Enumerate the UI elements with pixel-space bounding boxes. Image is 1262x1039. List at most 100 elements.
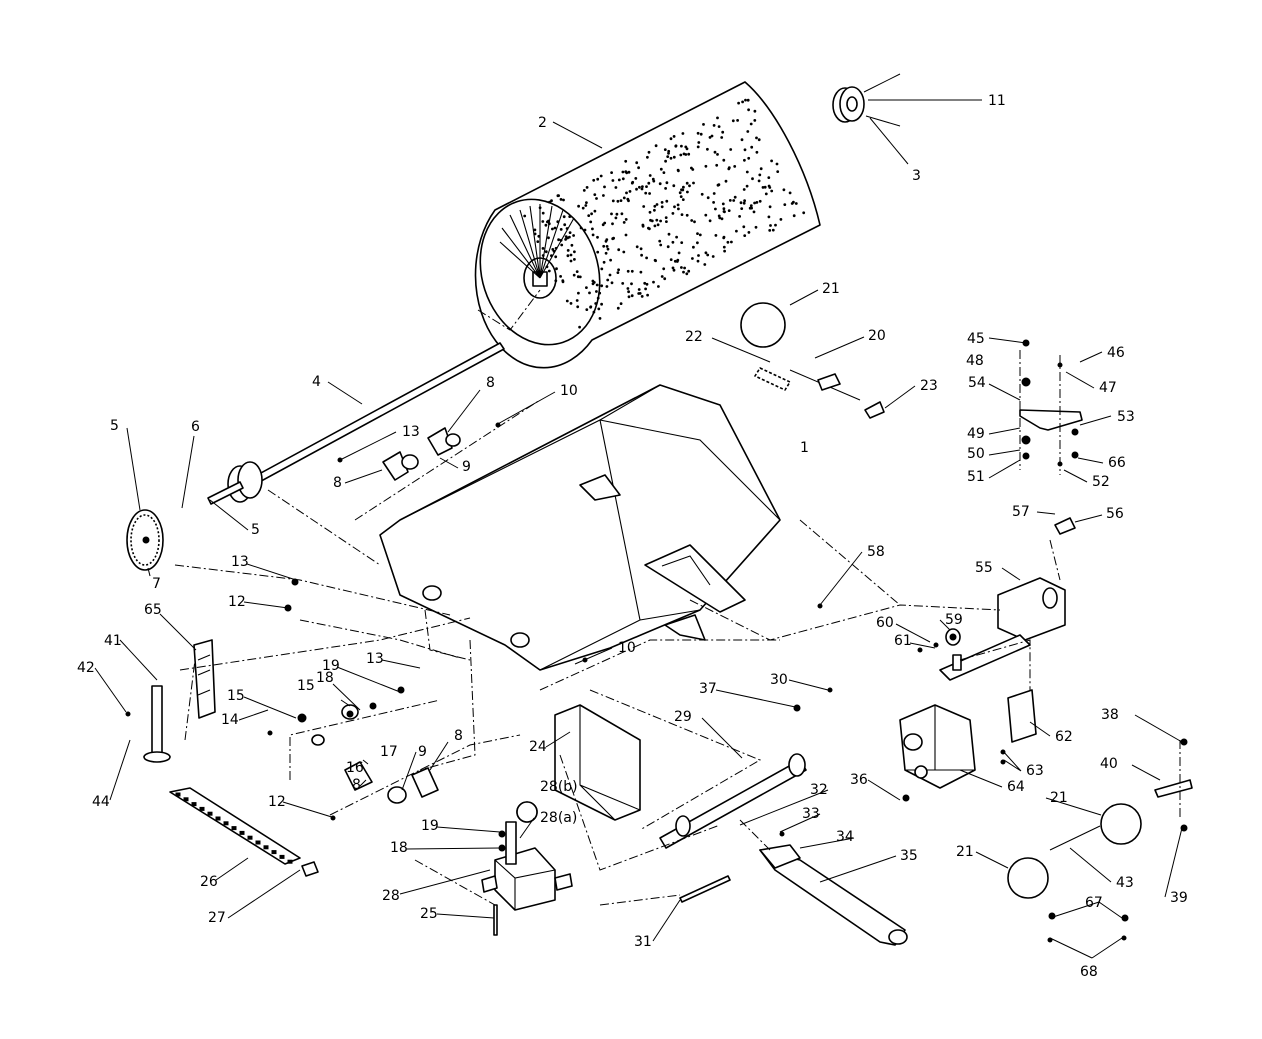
callout-68: 68 bbox=[1080, 964, 1098, 980]
chain-guard bbox=[554, 704, 641, 821]
callout-56: 56 bbox=[1106, 506, 1124, 522]
callout-60: 60 bbox=[876, 615, 894, 631]
callout-35: 35 bbox=[900, 848, 918, 864]
handle-bolt bbox=[679, 875, 731, 903]
callout-44: 44 bbox=[92, 794, 110, 810]
callout-labels: 1234556788889910101112121313131415151617… bbox=[77, 93, 1188, 980]
callout-28a: 28(a) bbox=[540, 810, 577, 826]
callout-37: 37 bbox=[699, 681, 717, 697]
lever-plate bbox=[1154, 779, 1193, 798]
callout-21c: 21 bbox=[956, 844, 974, 860]
callout-6: 6 bbox=[191, 419, 200, 435]
callout-29: 29 bbox=[674, 709, 692, 725]
bracket-plate bbox=[1019, 409, 1083, 431]
drive-gear bbox=[126, 509, 164, 571]
callout-61: 61 bbox=[894, 633, 912, 649]
callout-28b: 28(b) bbox=[540, 779, 578, 795]
callout-5a: 5 bbox=[110, 418, 119, 434]
callout-2: 2 bbox=[538, 115, 547, 131]
callout-3: 3 bbox=[912, 168, 921, 184]
callout-19a: 19 bbox=[322, 658, 340, 674]
callout-15a: 15 bbox=[227, 688, 245, 704]
callout-10a: 10 bbox=[560, 383, 578, 399]
callout-62: 62 bbox=[1055, 729, 1073, 745]
bearing-blocks bbox=[311, 427, 461, 804]
frame-bracket bbox=[899, 704, 976, 789]
callout-7: 7 bbox=[152, 576, 161, 592]
callout-18a: 18 bbox=[316, 670, 334, 686]
callout-32: 32 bbox=[810, 782, 828, 798]
callout-36: 36 bbox=[850, 772, 868, 788]
callout-46: 46 bbox=[1107, 345, 1125, 361]
motor-mount bbox=[939, 517, 1076, 681]
callout-67: 67 bbox=[1085, 895, 1103, 911]
callout-11: 11 bbox=[988, 93, 1006, 109]
callout-31: 31 bbox=[634, 934, 652, 950]
spring-assembly bbox=[754, 367, 885, 419]
callout-17: 17 bbox=[380, 744, 398, 760]
callout-10b: 10 bbox=[618, 640, 636, 656]
callout-8c: 8 bbox=[454, 728, 463, 744]
callout-9b: 9 bbox=[418, 744, 427, 760]
support-post bbox=[143, 639, 216, 763]
callout-13b: 13 bbox=[402, 424, 420, 440]
callout-15b: 15 bbox=[297, 678, 315, 694]
callout-9a: 9 bbox=[462, 459, 471, 475]
detail-circles bbox=[516, 302, 1142, 899]
housing-hood bbox=[379, 384, 781, 671]
callout-25: 25 bbox=[420, 906, 438, 922]
callout-64: 64 bbox=[1007, 779, 1025, 795]
callout-33: 33 bbox=[802, 806, 820, 822]
callout-41: 41 bbox=[104, 633, 122, 649]
callout-50: 50 bbox=[967, 446, 985, 462]
brush-drum bbox=[474, 81, 821, 369]
callout-54: 54 bbox=[968, 375, 986, 391]
callout-19b: 19 bbox=[421, 818, 439, 834]
callout-28: 28 bbox=[382, 888, 400, 904]
callout-13a: 13 bbox=[231, 554, 249, 570]
callout-18b: 18 bbox=[390, 840, 408, 856]
callout-14: 14 bbox=[221, 712, 239, 728]
callout-30: 30 bbox=[770, 672, 788, 688]
callout-66: 66 bbox=[1108, 455, 1126, 471]
callout-12b: 12 bbox=[268, 794, 286, 810]
callout-42: 42 bbox=[77, 660, 95, 676]
callout-13c: 13 bbox=[366, 651, 384, 667]
callout-21b: 21 bbox=[1050, 790, 1068, 806]
callout-8b: 8 bbox=[333, 475, 342, 491]
callout-57: 57 bbox=[1012, 504, 1030, 520]
callout-23: 23 bbox=[920, 378, 938, 394]
callout-26: 26 bbox=[200, 874, 218, 890]
callout-58: 58 bbox=[867, 544, 885, 560]
callout-27: 27 bbox=[208, 910, 226, 926]
callout-5b: 5 bbox=[251, 522, 260, 538]
callout-1: 1 bbox=[800, 440, 809, 456]
callout-39: 39 bbox=[1170, 890, 1188, 906]
leader-lines bbox=[94, 99, 1183, 959]
callout-16: 16 bbox=[346, 760, 364, 776]
callout-49: 49 bbox=[967, 426, 985, 442]
callout-47: 47 bbox=[1099, 380, 1117, 396]
callout-8d: 8 bbox=[352, 777, 361, 793]
callout-12a: 12 bbox=[228, 594, 246, 610]
callout-45: 45 bbox=[967, 331, 985, 347]
callout-63: 63 bbox=[1026, 763, 1044, 779]
callout-24: 24 bbox=[529, 739, 547, 755]
callout-48: 48 bbox=[966, 353, 984, 369]
callout-51: 51 bbox=[967, 469, 985, 485]
cable-clip bbox=[1007, 689, 1037, 743]
spring-rod bbox=[1049, 825, 1101, 851]
callout-59: 59 bbox=[945, 612, 963, 628]
drum-end-bearing bbox=[832, 73, 901, 127]
handle-tube bbox=[759, 844, 908, 946]
callout-21a: 21 bbox=[822, 281, 840, 297]
callout-53: 53 bbox=[1117, 409, 1135, 425]
jackshaft bbox=[659, 753, 807, 849]
drive-shaft bbox=[207, 342, 505, 505]
callout-52: 52 bbox=[1092, 474, 1110, 490]
drive-chain bbox=[169, 787, 319, 877]
callout-65: 65 bbox=[144, 602, 162, 618]
callout-40: 40 bbox=[1100, 756, 1118, 772]
callout-55: 55 bbox=[975, 560, 993, 576]
